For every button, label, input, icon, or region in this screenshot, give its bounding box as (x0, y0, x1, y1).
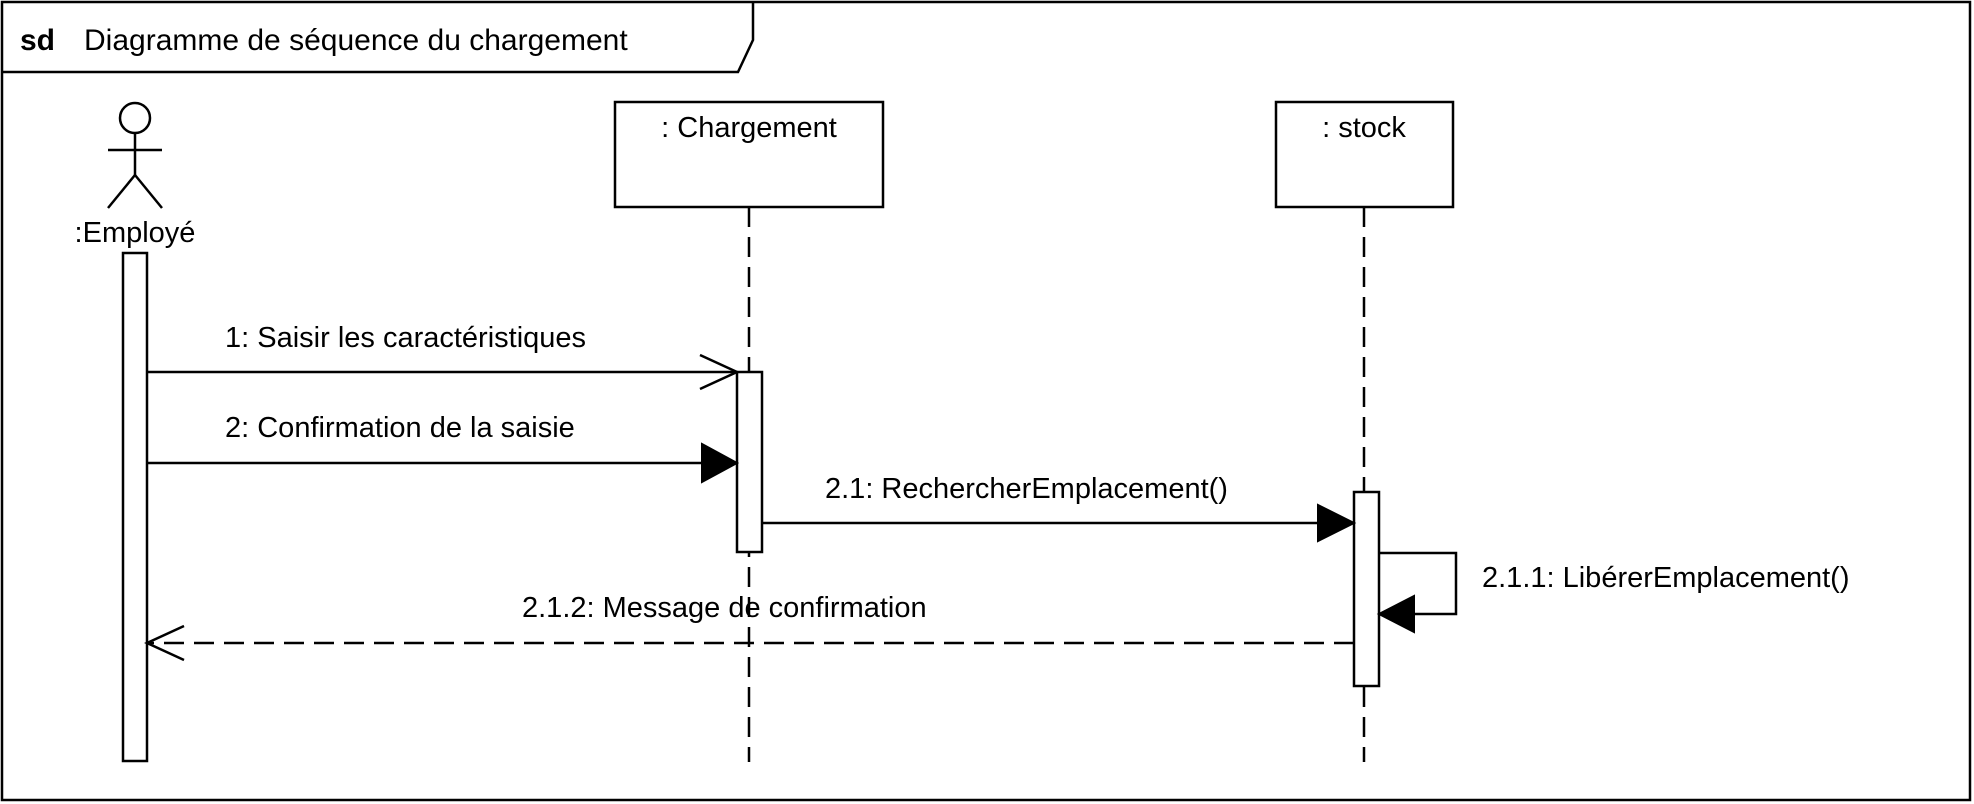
message-2: 2: Confirmation de la saisie (147, 412, 740, 484)
message-2-1-arrowhead (1317, 503, 1357, 543)
lifeline-chargement-label: : Chargement (661, 112, 837, 144)
message-2-1-2-label: 2.1.2: Message de confirmation (522, 592, 927, 624)
message-2-1-1-line (1379, 551, 1458, 616)
message-2-arrowhead (701, 442, 740, 484)
activation-chargement (735, 370, 764, 554)
lifeline-stock-label: : stock (1322, 112, 1406, 144)
actor-employe: :Employé (75, 101, 196, 249)
lifeline-chargement: : Chargement (613, 100, 885, 762)
lifeline-chargement-box (613, 100, 885, 209)
activation-stock (1352, 490, 1381, 688)
lifeline-stock-box (1274, 100, 1455, 209)
frame-keyword: sd (20, 24, 55, 57)
message-2-label: 2: Confirmation de la saisie (225, 412, 575, 444)
frame-header-tab (2, 2, 755, 74)
message-1-arrowhead (699, 353, 740, 391)
message-2-1-1-arrowhead (1376, 594, 1415, 634)
message-2-1-label: 2.1: RechercherEmplacement() (825, 473, 1228, 505)
message-2-1-2-arrowhead (144, 624, 185, 662)
actor-right-leg (134, 174, 163, 209)
actor-left-leg (107, 174, 136, 209)
lifeline-stock: : stock (1274, 100, 1455, 762)
actor-head (118, 101, 152, 135)
message-2-1-2: 2.1.2: Message de confirmation (144, 592, 1354, 662)
message-2-1: 2.1: RechercherEmplacement() (762, 473, 1357, 543)
diagram-title: Diagramme de séquence du chargement (84, 24, 628, 57)
message-2-1-1-label: 2.1.1: LibérerEmplacement() (1482, 562, 1850, 594)
message-1: 1: Saisir les caractéristiques (147, 322, 740, 391)
message-1-label: 1: Saisir les caractéristiques (225, 322, 586, 354)
actor-label: :Employé (75, 217, 196, 249)
activation-employe (121, 251, 149, 763)
message-2-1-1: 2.1.1: LibérerEmplacement() (1376, 551, 1850, 634)
